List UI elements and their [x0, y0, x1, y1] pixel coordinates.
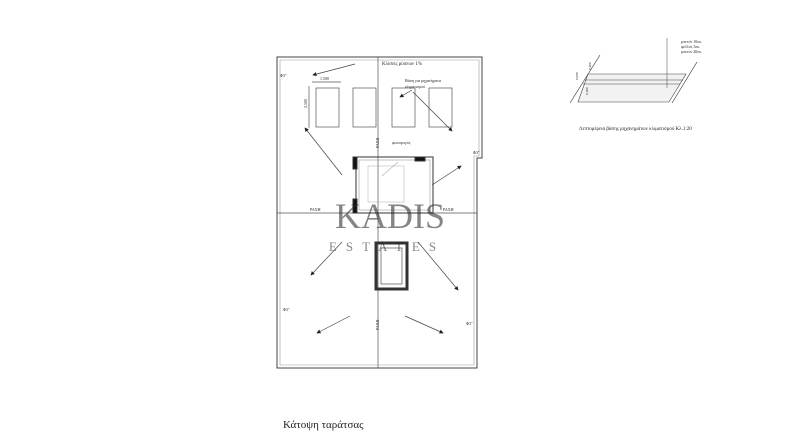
- drain-label: Φ3": [280, 73, 287, 78]
- ac-base-note: Βάση για μηχανήματα: [405, 78, 441, 83]
- drain-label: Φ3": [466, 321, 473, 326]
- ridge-label: ΡΑΧΗ: [443, 207, 454, 212]
- roof-outline: [276, 56, 483, 369]
- ac-bases: [308, 81, 453, 128]
- drainage-arrows: [304, 63, 462, 334]
- detail-layer-2: φελλός 5εκ.: [681, 44, 700, 49]
- detail-dim-b: 0,100: [588, 62, 593, 70]
- svg-text:KADIS: KADIS: [335, 196, 445, 236]
- drain-label: Φ3": [283, 307, 290, 312]
- ridge-label: ΡΑΧΗ: [310, 207, 321, 212]
- detail-layer-1: μπετόν 10εκ.: [681, 39, 702, 44]
- plan-labels: Κλίσεις ρύσεων 1% Βάση για μηχανήματα κλ…: [280, 62, 480, 330]
- svg-text:ESTATES: ESTATES: [329, 239, 445, 254]
- plan-title: Κάτοψη ταράτσας: [283, 419, 364, 431]
- detail-dim-c: 0,300: [585, 87, 590, 95]
- slope-note: Κλίσεις ρύσεων 1%: [382, 62, 422, 67]
- ac-base-note-2: κλιματισμού: [405, 84, 425, 89]
- stair-core: [352, 156, 434, 291]
- detail-dim-a: 0,050: [575, 72, 580, 80]
- watermark-logo: KADIS ESTATES: [329, 196, 445, 254]
- dim-height: 2,500: [303, 99, 309, 108]
- dim-width: 1,500: [320, 76, 329, 82]
- detail-section: μπετόν 10εκ. φελλός 5εκ. μπετόν 20εκ. 0,…: [569, 38, 702, 132]
- drain-label: Φ3": [473, 150, 480, 155]
- detail-layer-3: μπετόν 20εκ.: [681, 49, 702, 54]
- detail-caption: Λεπτομέρεια βάσης μηχανημάτων κλιματισμο…: [579, 127, 692, 132]
- ridge-label: ΡΑΧΗ: [375, 137, 380, 148]
- lightwell-label: φωταγωγός: [392, 140, 411, 145]
- ridge-label: ΡΑΧΗ: [375, 319, 380, 330]
